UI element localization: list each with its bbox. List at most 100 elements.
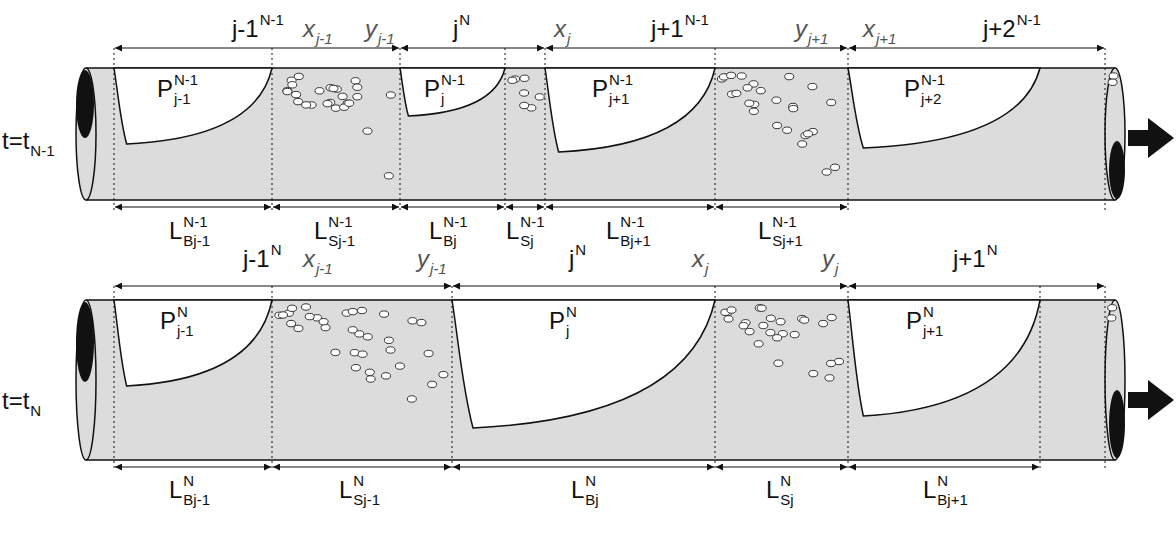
small-bubble [439,371,448,377]
bubble-outline [452,300,715,428]
label-text: N-1 [260,12,284,27]
small-bubble [739,323,748,329]
label-text: Bj+1 [937,492,967,507]
script-column: NBj [585,473,598,507]
dimension-arrow [273,466,451,467]
small-bubble [428,381,437,387]
small-bubble [827,314,836,320]
small-bubble [1109,73,1118,79]
boundary-line [114,286,115,469]
taylor-bubble: PNj-1 [114,300,272,386]
dimension-arrow [716,466,847,467]
boundary-line [452,286,453,469]
label-text: N [271,242,282,257]
small-bubble [294,73,303,79]
label-text: j [566,323,577,338]
small-bubble [745,100,754,106]
label-text: P [549,304,565,338]
label-text: N-1 [520,214,544,229]
label-text: j-1 [378,31,395,46]
small-bubble [331,349,340,355]
label-text: j-1 [232,12,259,46]
script-column: j-1 [316,242,333,276]
small-bubble [329,85,338,91]
label-text: N-1 [174,72,198,87]
small-bubble [819,320,828,326]
small-bubble [520,102,529,108]
math-label: PN-1j-1 [157,72,198,106]
math-label: yj+1 [795,12,828,46]
pipe-wall [86,199,1115,201]
math-label: yj-1 [365,12,395,46]
label-text: N [30,403,41,418]
script-column: N [987,242,998,276]
small-bubble [831,164,840,170]
script-column: N [30,384,41,418]
label-text: t=t [2,384,29,418]
math-label: LNBj+1 [923,473,968,507]
label-text: L [923,473,936,507]
dimension-arrow [115,285,451,286]
label-text: N-1 [443,214,467,229]
dimension-arrow [716,206,847,207]
script-column: NBj+1 [937,473,967,507]
dimension-arrow [849,466,1039,467]
small-bubble [1107,315,1116,321]
small-bubble [798,141,807,147]
small-bubble [319,319,328,325]
label-text: Sj-1 [353,492,380,507]
taylor-bubble: PN-1j-1 [114,68,272,144]
script-column: N-1Sj+1 [772,214,802,248]
small-bubble [363,128,372,134]
label-text: P [157,72,173,106]
small-bubble [417,319,426,325]
small-bubble [804,131,813,137]
pipe-end [76,68,96,200]
small-bubble [827,360,836,366]
small-bubble [351,365,360,371]
label-text: N-1 [772,214,802,229]
math-label: PNj-1 [160,304,194,338]
math-label: PNj+1 [906,304,943,338]
small-bubble [822,169,831,175]
small-bubble [520,75,529,81]
script-column: j-1 [378,12,395,46]
label-text: x [554,12,566,46]
small-bubble [745,328,754,334]
pipe-bottom [76,300,1125,460]
pipe-top [76,68,1125,200]
small-bubble [756,88,765,94]
small-bubble [727,72,736,78]
small-bubble [348,308,357,314]
math-label: jN [569,242,586,276]
math-label: yj [822,242,838,276]
script-column: j [705,242,708,276]
small-bubble [783,127,792,133]
small-bubble [380,311,389,317]
label-text: L [169,473,182,507]
label-text: N-1 [441,72,465,87]
script-column: N [459,12,470,46]
small-bubble [724,316,733,322]
pipe-end [1105,68,1125,200]
small-bubble [315,88,324,94]
small-bubble [288,305,297,311]
small-bubble [766,329,775,335]
taylor-bubble: PN-1j [400,68,505,116]
script-column: NSj-1 [353,473,380,507]
small-bubble [386,92,395,98]
label-text: N [780,473,793,488]
math-label: LN-1Bj [429,214,468,248]
bubble-shape [848,68,1040,148]
label-text: Sj-1 [328,233,355,248]
label-text: j+1 [923,323,943,338]
small-bubble [348,327,357,333]
math-label: yj-1 [417,242,447,276]
script-column: N-1Bj [443,214,467,248]
label-text: N-1 [609,72,633,87]
label-text: P [592,72,608,106]
label-text: Bj [585,492,598,507]
script-column: j+1 [808,12,828,46]
math-label: j+1N [953,242,998,276]
small-bubble [800,317,809,323]
